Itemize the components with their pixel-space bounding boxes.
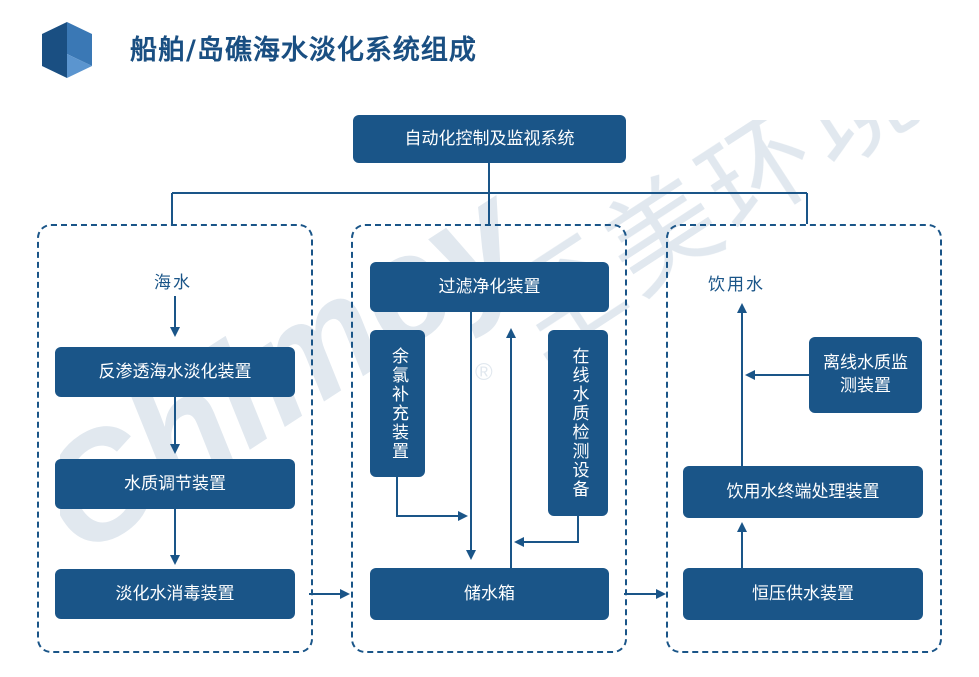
drinking-water-group bbox=[666, 224, 942, 653]
filtration-box: 过滤净化装置 bbox=[370, 262, 609, 312]
water-quality-adjust-box: 水质调节装置 bbox=[55, 459, 295, 509]
company-logo-icon bbox=[42, 22, 92, 78]
page-title: 船舶/岛礁海水淡化系统组成 bbox=[130, 35, 477, 66]
storage-purification-group bbox=[351, 224, 627, 653]
drinking-water-label: 饮用水 bbox=[708, 275, 765, 295]
seawater-desalination-group bbox=[37, 224, 313, 653]
terminal-treatment-box: 饮用水终端处理装置 bbox=[683, 466, 923, 518]
residual-chlorine-box: 余氯补充装置 bbox=[370, 330, 425, 477]
storage-tank-box: 储水箱 bbox=[370, 568, 609, 620]
online-monitor-box: 在线水质检测设备 bbox=[548, 330, 608, 516]
automation-control-box: 自动化控制及监视系统 bbox=[353, 115, 626, 163]
reverse-osmosis-box: 反渗透海水淡化装置 bbox=[55, 347, 295, 397]
offline-monitor-box: 离线水质监测装置 bbox=[809, 337, 922, 413]
disinfection-box: 淡化水消毒装置 bbox=[55, 569, 295, 619]
constant-pressure-box: 恒压供水装置 bbox=[683, 568, 923, 620]
seawater-label: 海水 bbox=[154, 273, 192, 293]
